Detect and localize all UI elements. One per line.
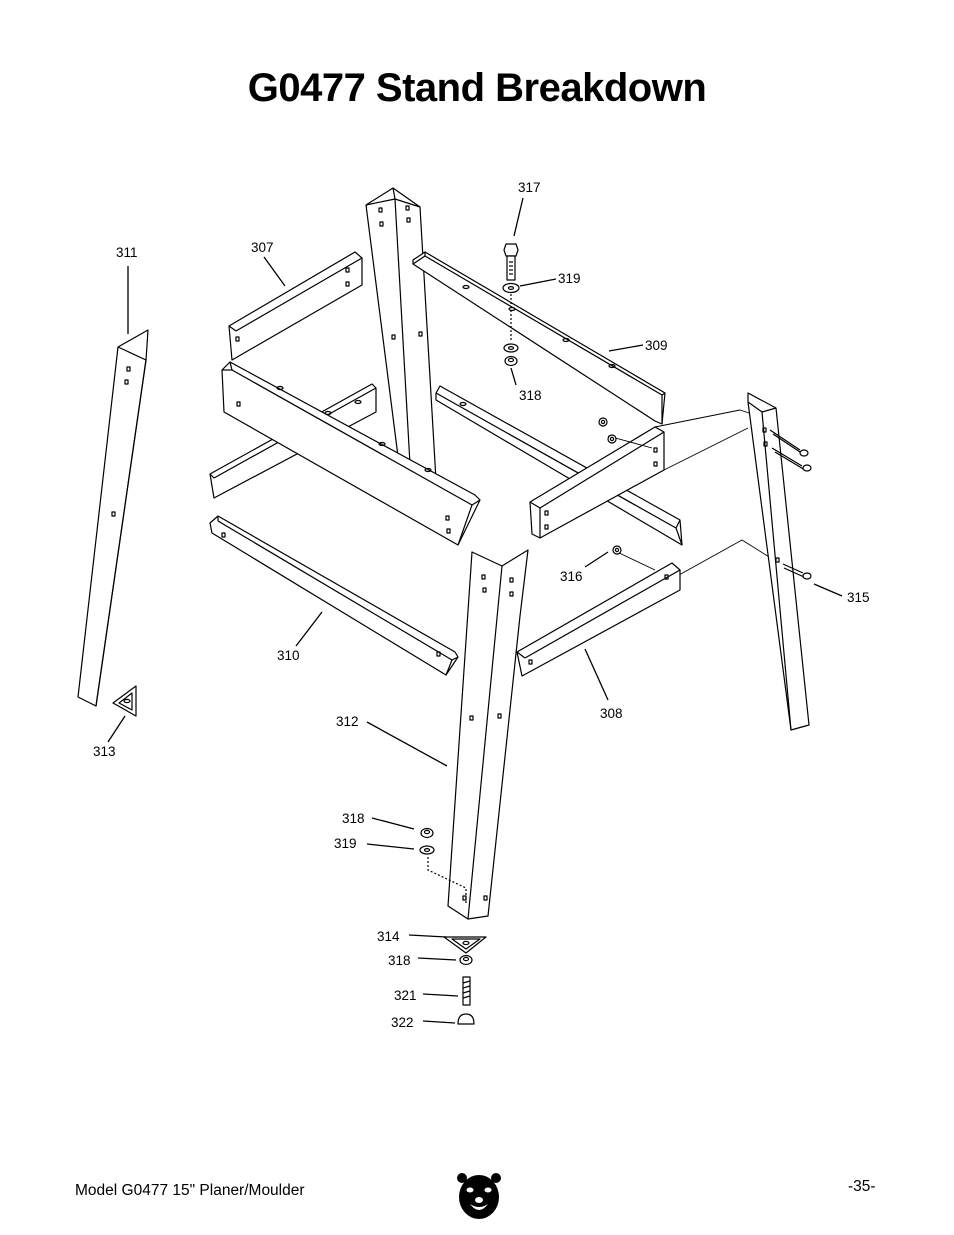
leg-311 <box>77 329 149 707</box>
leader-lines <box>107 197 843 1024</box>
footer-page-number: -35- <box>848 1178 876 1195</box>
callout-314: 314 <box>377 929 400 944</box>
footer-model: Model G0477 15" Planer/Moulder <box>75 1182 305 1199</box>
bolts-315 <box>769 429 812 580</box>
bolt-317-assembly <box>502 243 520 367</box>
callout-309: 309 <box>645 338 668 353</box>
callout-311: 311 <box>116 245 138 260</box>
leg-315 <box>747 392 810 731</box>
callout-313: 313 <box>93 744 116 759</box>
back-rail-right <box>435 385 683 546</box>
nuts-316 <box>598 417 622 555</box>
rail-307 <box>228 251 363 361</box>
lower-fasteners <box>419 827 467 905</box>
bear-logo-icon <box>457 1173 501 1219</box>
callout-316: 316 <box>560 569 583 584</box>
callout-317: 317 <box>518 180 541 195</box>
rail-310 <box>209 515 459 676</box>
callout-322: 322 <box>391 1015 414 1030</box>
callout-312: 312 <box>336 714 359 729</box>
rail-309 <box>412 251 666 425</box>
callout-308: 308 <box>600 706 623 721</box>
callout-319: 319 <box>558 271 581 286</box>
callout-319-lower: 319 <box>334 836 357 851</box>
callout-321: 321 <box>394 988 417 1003</box>
callout-318-foot: 318 <box>388 953 411 968</box>
leg-312 <box>447 549 529 920</box>
foot-assembly <box>443 936 487 1025</box>
callout-318-lower: 318 <box>342 811 365 826</box>
front-rail-left <box>221 361 481 546</box>
page-title: G0477 Stand Breakdown <box>247 66 707 110</box>
rear-leg-left <box>365 187 437 483</box>
callout-318: 318 <box>519 388 542 403</box>
callout-307: 307 <box>251 240 274 255</box>
corner-bracket-313 <box>112 685 137 717</box>
callout-310: 310 <box>277 648 300 663</box>
rail-308 <box>516 562 681 677</box>
callout-315: 315 <box>847 590 870 605</box>
